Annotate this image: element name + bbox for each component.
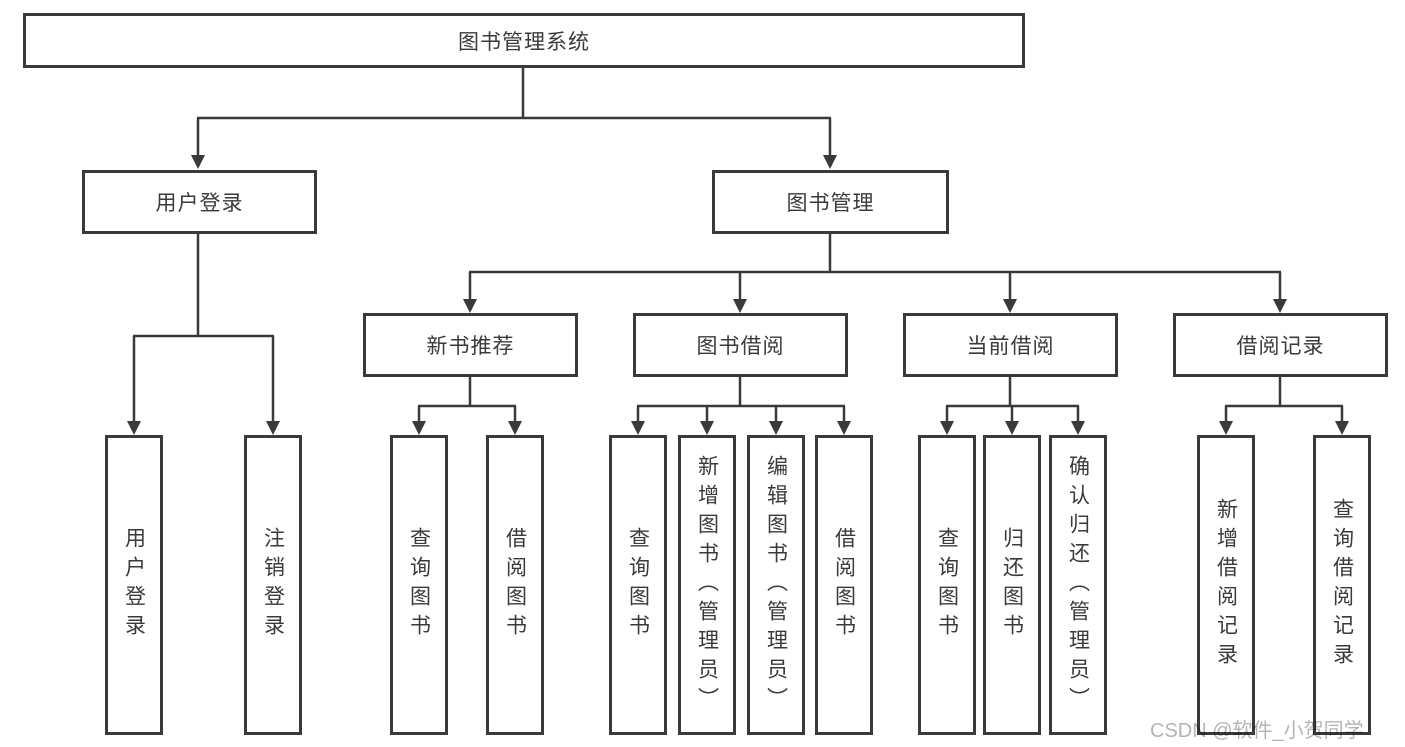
leaf-logout-label: 注销登录 <box>261 527 285 643</box>
leaf-confirm-return-admin-label: 确认归还（管理员） <box>1066 454 1090 716</box>
leaf-query-books-borrowing-label: 查询图书 <box>626 527 650 643</box>
node-user-login: 用户登录 <box>82 170 317 234</box>
node-new-book-recommendation: 新书推荐 <box>363 313 578 377</box>
node-root-label: 图书管理系统 <box>458 30 590 54</box>
node-borrowing-records-label: 借阅记录 <box>1236 335 1325 358</box>
leaf-return-book: 归还图书 <box>983 435 1041 735</box>
node-borrowing-records: 借阅记录 <box>1173 313 1388 377</box>
node-user-login-label: 用户登录 <box>155 192 244 215</box>
leaf-add-book-admin: 新增图书（管理员） <box>678 435 736 735</box>
leaf-query-books-current: 查询图书 <box>918 435 976 735</box>
node-book-borrowing: 图书借阅 <box>633 313 848 377</box>
leaf-logout: 注销登录 <box>244 435 302 735</box>
leaf-add-borrow-record: 新增借阅记录 <box>1197 435 1255 735</box>
node-book-management-label: 图书管理 <box>786 192 875 215</box>
node-book-management: 图书管理 <box>712 170 949 234</box>
leaf-query-books-current-label: 查询图书 <box>935 527 959 643</box>
leaf-user-login-label: 用户登录 <box>122 527 146 643</box>
node-book-borrowing-label: 图书借阅 <box>696 335 785 358</box>
leaf-query-books-borrowing: 查询图书 <box>609 435 667 735</box>
leaf-add-borrow-record-label: 新增借阅记录 <box>1214 498 1238 672</box>
leaf-query-books-recommend-label: 查询图书 <box>407 527 431 643</box>
leaf-confirm-return-admin: 确认归还（管理员） <box>1049 435 1107 735</box>
csdn-watermark: CSDN @软件_小贺同学 <box>1150 720 1364 742</box>
leaf-borrow-books-borrowing: 借阅图书 <box>815 435 873 735</box>
leaf-query-borrow-record: 查询借阅记录 <box>1313 435 1371 735</box>
leaf-add-book-admin-label: 新增图书（管理员） <box>695 454 719 716</box>
leaf-return-book-label: 归还图书 <box>1000 527 1024 643</box>
node-root-system: 图书管理系统 <box>23 13 1025 68</box>
leaf-borrow-books-borrowing-label: 借阅图书 <box>832 527 856 643</box>
leaf-query-borrow-record-label: 查询借阅记录 <box>1330 498 1354 672</box>
node-current-borrowing: 当前借阅 <box>903 313 1118 377</box>
node-new-book-recommendation-label: 新书推荐 <box>426 335 515 358</box>
leaf-borrow-books-recommend: 借阅图书 <box>486 435 544 735</box>
leaf-query-books-recommend: 查询图书 <box>390 435 448 735</box>
leaf-edit-book-admin: 编辑图书（管理员） <box>747 435 805 735</box>
leaf-edit-book-admin-label: 编辑图书（管理员） <box>764 454 788 716</box>
node-current-borrowing-label: 当前借阅 <box>966 335 1055 358</box>
leaf-user-login: 用户登录 <box>105 435 163 735</box>
leaf-borrow-books-recommend-label: 借阅图书 <box>503 527 527 643</box>
